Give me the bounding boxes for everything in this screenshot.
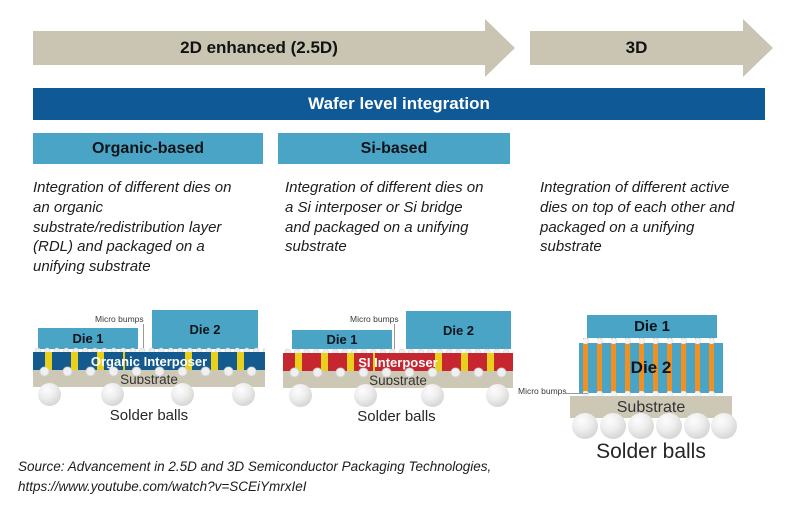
micro-bump-row-top [583, 338, 719, 344]
die2-label: Die 2 [442, 322, 475, 338]
solder-ball [38, 383, 61, 406]
die2-block: Die 2 [152, 310, 258, 349]
micro-bumps-label: Micro bumps [95, 314, 144, 324]
column-header-si: Si-based [278, 133, 510, 164]
die1-label: Die 1 [634, 318, 670, 335]
source-citation: Source: Advancement in 2.5D and 3D Semic… [18, 457, 578, 498]
diagram-3d: Die 1 Die 2 Micro bumps Substrate Solder… [518, 310, 775, 470]
source-line-2: https://www.youtube.com/watch?v=SCEiYmrx… [18, 479, 307, 495]
timeline-arrow-25d-label: 2D enhanced (2.5D) [180, 38, 338, 57]
solder-ball [600, 413, 626, 439]
solder-ball [656, 413, 682, 439]
timeline-arrow-3d: 3D [530, 31, 743, 65]
substrate-label: Substrate [616, 399, 686, 416]
solder-balls-label: Solder balls [109, 407, 189, 424]
die2-block: Die 2 [406, 311, 511, 349]
substrate-block: Substrate [570, 396, 732, 418]
column-header-organic-label: Organic-based [91, 139, 205, 157]
solder-ball [572, 413, 598, 439]
micro-bumps-leader-line [143, 324, 144, 348]
timeline-arrow-25d-head [485, 19, 515, 77]
solder-ball [354, 384, 377, 407]
description-organic: Integration of different dies on an orga… [33, 179, 232, 276]
wafer-level-banner-label: Wafer level integration [308, 94, 490, 113]
micro-bump-row-top [33, 347, 265, 354]
description-si: Integration of different dies on a Si in… [285, 179, 484, 256]
timeline-arrow-3d-head [743, 19, 773, 77]
micro-bump-row-top [283, 348, 513, 355]
diagram-organic: Micro bumps Die 1 Die 2 Organic Interpos… [33, 308, 265, 433]
tsv-stripes [583, 338, 719, 396]
organic-interposer-label: Organic Interposer [90, 354, 208, 369]
micro-bump-row-bottom [583, 391, 719, 397]
timeline-arrow-25d: 2D enhanced (2.5D) [33, 31, 485, 65]
description-3d: Integration of different active dies on … [540, 179, 735, 256]
solder-ball [232, 383, 255, 406]
bump-row-middle [283, 367, 513, 378]
die1-label: Die 1 [326, 332, 358, 347]
solder-ball [684, 413, 710, 439]
source-line-1: Source: Advancement in 2.5D and 3D Semic… [18, 459, 492, 474]
solder-ball [628, 413, 654, 439]
solder-ball [171, 383, 194, 406]
solder-ball [421, 384, 444, 407]
micro-bumps-label: Micro bumps [350, 314, 399, 324]
die2-label: Die 2 [630, 358, 672, 377]
die1-block: Die 1 [292, 330, 392, 349]
die1-label: Die 1 [72, 331, 104, 346]
solder-ball [486, 384, 509, 407]
wafer-level-banner: Wafer level integration [33, 88, 765, 120]
die1-block: Die 1 [38, 328, 138, 349]
solder-ball [289, 384, 312, 407]
solder-ball [711, 413, 737, 439]
bump-row-middle [33, 366, 265, 377]
column-header-si-label: Si-based [360, 139, 428, 157]
solder-ball [101, 383, 124, 406]
timeline-arrow-3d-label: 3D [625, 38, 648, 57]
micro-bumps-leader-line [394, 324, 395, 349]
si-interposer-label: SI Interposer [358, 355, 438, 370]
column-header-organic: Organic-based [33, 133, 263, 164]
micro-bumps-leader-line [564, 393, 588, 394]
solder-balls-label: Solder balls [357, 408, 436, 425]
die1-block: Die 1 [587, 315, 717, 338]
diagram-si: Micro bumps Die 1 Die 2 SI Interposer Su… [280, 308, 513, 433]
solder-balls-label: Solder balls [596, 440, 706, 463]
die2-label: Die 2 [189, 322, 221, 337]
micro-bumps-label: Micro bumps [518, 386, 567, 396]
